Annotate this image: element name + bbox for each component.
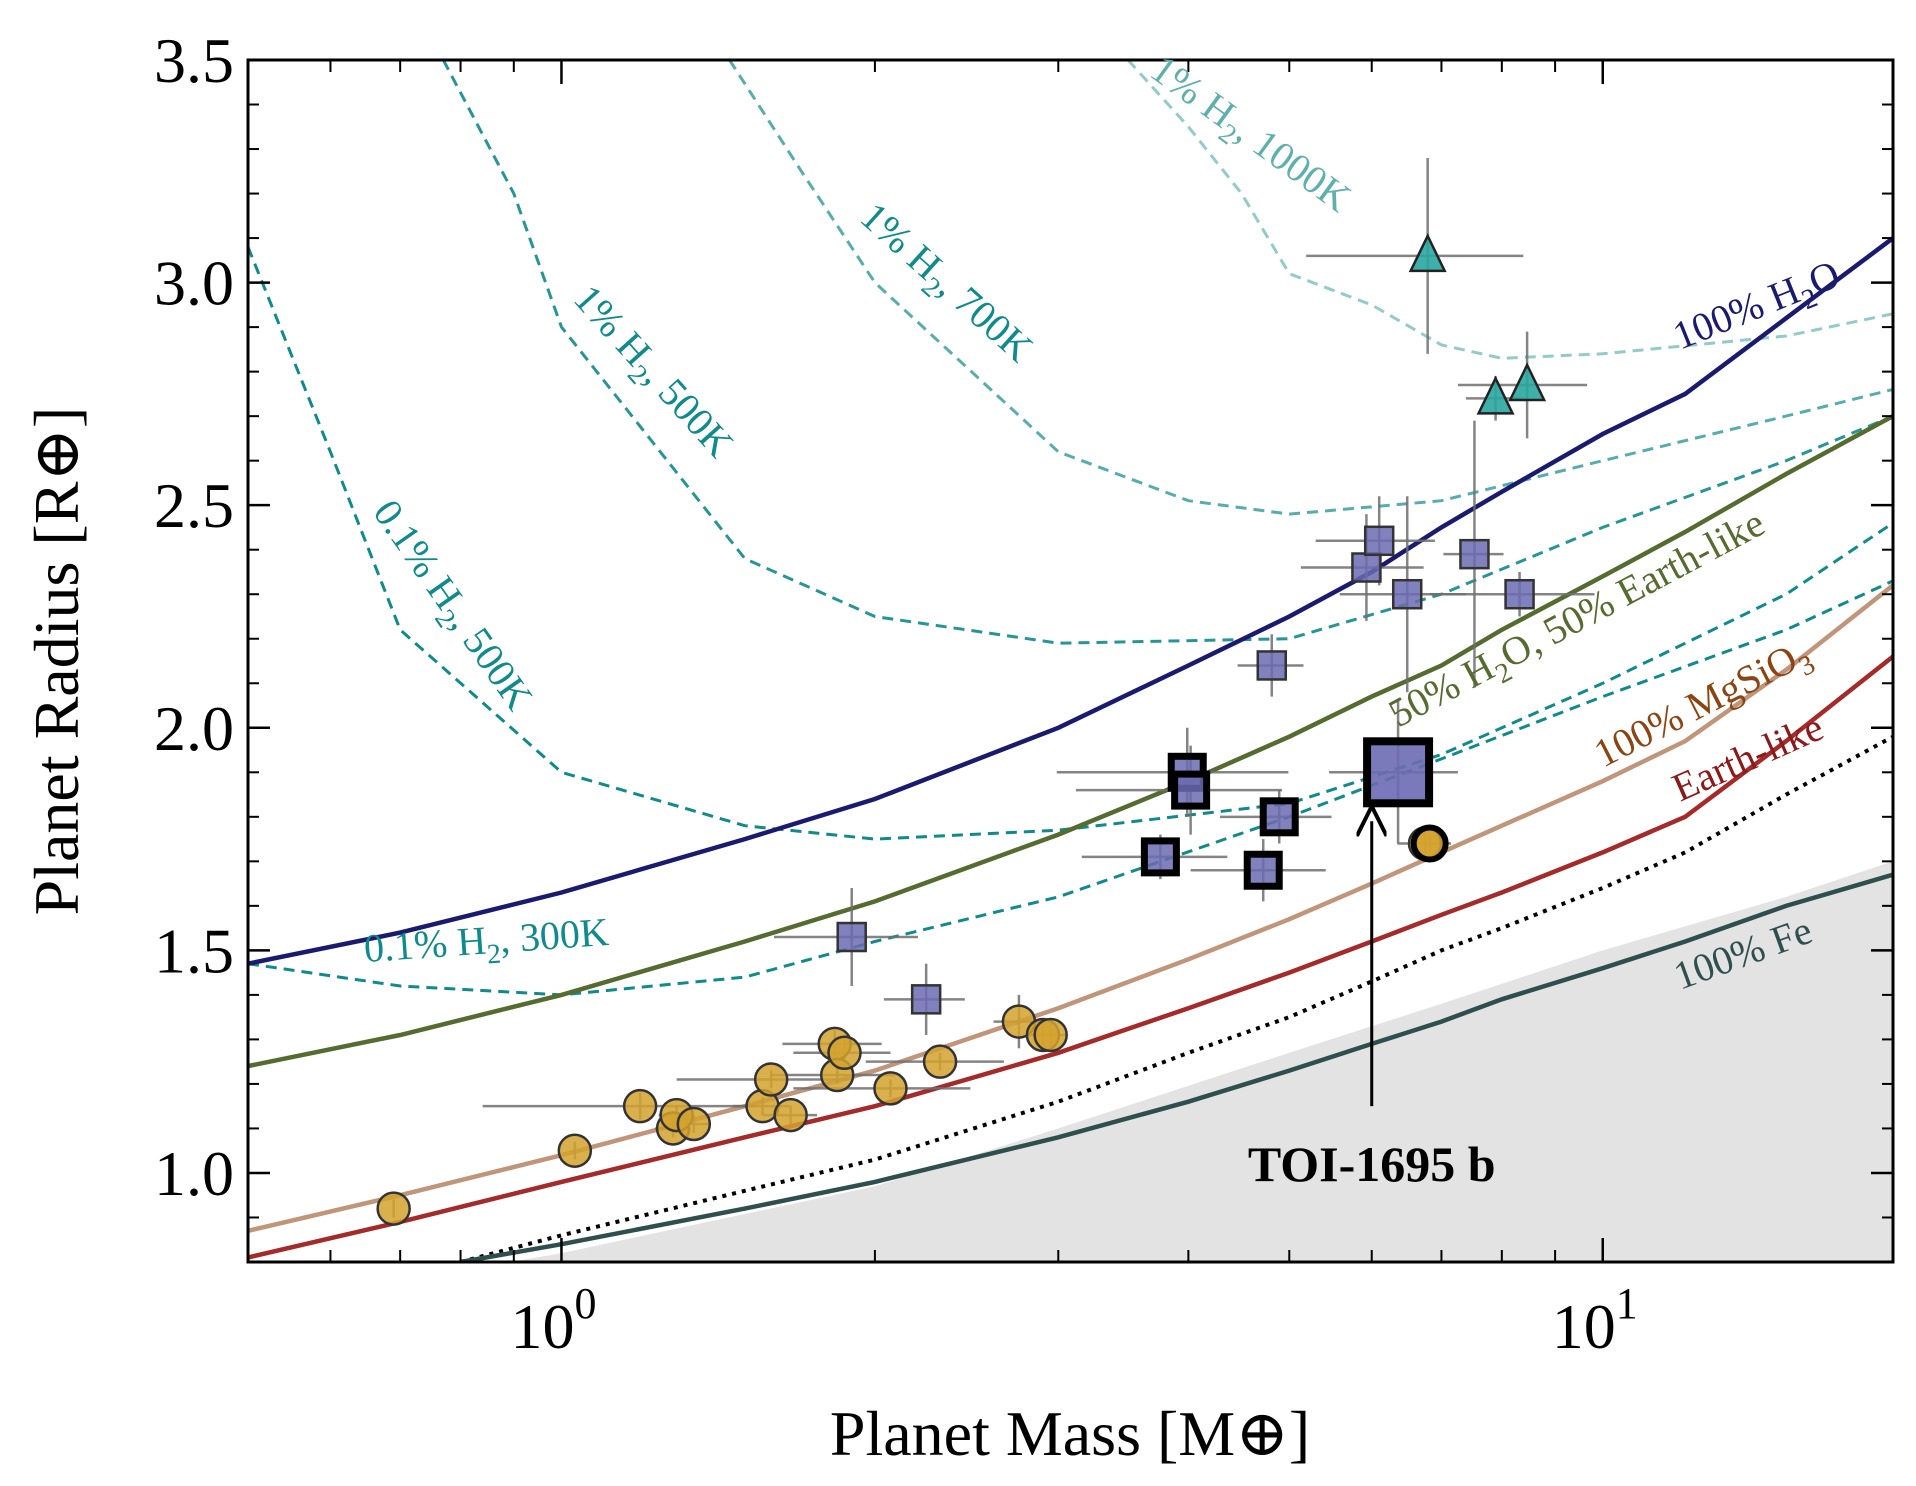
x-tick-label: 100 xyxy=(510,1279,596,1362)
y-tick-label: 1.0 xyxy=(154,1138,234,1209)
h2-curve-1 xyxy=(248,246,1893,841)
square-point-3 xyxy=(1351,552,1382,583)
circle-point-13 xyxy=(922,1044,958,1079)
square-point-4 xyxy=(1363,525,1395,557)
label-100-h2o: 100% H2O xyxy=(1667,251,1849,366)
composition-line-0 xyxy=(248,236,1893,966)
circle-point-8 xyxy=(773,1097,808,1133)
composition-line-4 xyxy=(459,734,1893,1262)
triangle-point-2 xyxy=(1508,362,1547,402)
square-point-0 xyxy=(836,921,867,953)
circle-point-7 xyxy=(753,1062,789,1097)
square-point-1 xyxy=(910,984,942,1015)
h2-curve-0 xyxy=(248,579,1893,997)
circle-point-0 xyxy=(376,1191,411,1226)
y-tick-label: 2.5 xyxy=(154,470,234,541)
circle-point-2 xyxy=(622,1088,658,1124)
y-tick-label: 1.5 xyxy=(154,915,234,986)
triangle-point-0 xyxy=(1408,233,1447,273)
circle-point-11 xyxy=(827,1035,862,1071)
h2-curve-4 xyxy=(1126,60,1893,360)
composition-line-3 xyxy=(248,654,1893,1260)
circle-point-18 xyxy=(1410,824,1449,863)
y-tick-label: 3.5 xyxy=(154,25,234,96)
h2-label-1: 0.1% H2, 500K xyxy=(358,491,542,722)
axes-frame xyxy=(246,58,1895,1264)
h2-label-3: 1% H2, 700K xyxy=(847,193,1042,376)
composition-line-2 xyxy=(248,583,1893,1233)
h2-label-0: 0.1% H2, 300K xyxy=(362,909,610,979)
square-point-2 xyxy=(1256,650,1288,681)
axes-border xyxy=(246,58,1895,1264)
square-point-8 xyxy=(1140,837,1180,877)
x-tick-label: 101 xyxy=(1552,1279,1638,1362)
square-point-12 xyxy=(1259,797,1299,837)
square-point-11 xyxy=(1243,850,1283,890)
shaded-region xyxy=(248,861,1893,1262)
composition-line-5 xyxy=(460,872,1893,1262)
triangle-point-1 xyxy=(1476,375,1515,415)
square-point-5 xyxy=(1391,578,1423,610)
x-axis-title: Planet Mass [M⊕] xyxy=(830,1398,1310,1469)
target-annotation: TOI-1695 b xyxy=(1248,1136,1496,1192)
h2-label-4: 1% H2, 1000K xyxy=(1138,46,1359,227)
plot-area xyxy=(248,60,1893,1262)
y-axis-title: Planet Radius [R⊕] xyxy=(21,407,92,916)
square-point-10 xyxy=(1171,770,1211,810)
y-tick-label: 2.0 xyxy=(154,693,234,764)
circle-point-12 xyxy=(873,1071,908,1106)
circle-point-16 xyxy=(1033,1017,1068,1053)
h2-curve-3 xyxy=(728,60,1893,516)
square-point-7 xyxy=(1504,578,1535,610)
square-point-6 xyxy=(1459,538,1490,570)
circle-point-5 xyxy=(676,1106,712,1142)
composition-line-1 xyxy=(248,414,1893,1069)
target-point xyxy=(1363,737,1434,808)
circle-point-1 xyxy=(557,1133,593,1168)
y-tick-label: 3.0 xyxy=(154,248,234,319)
